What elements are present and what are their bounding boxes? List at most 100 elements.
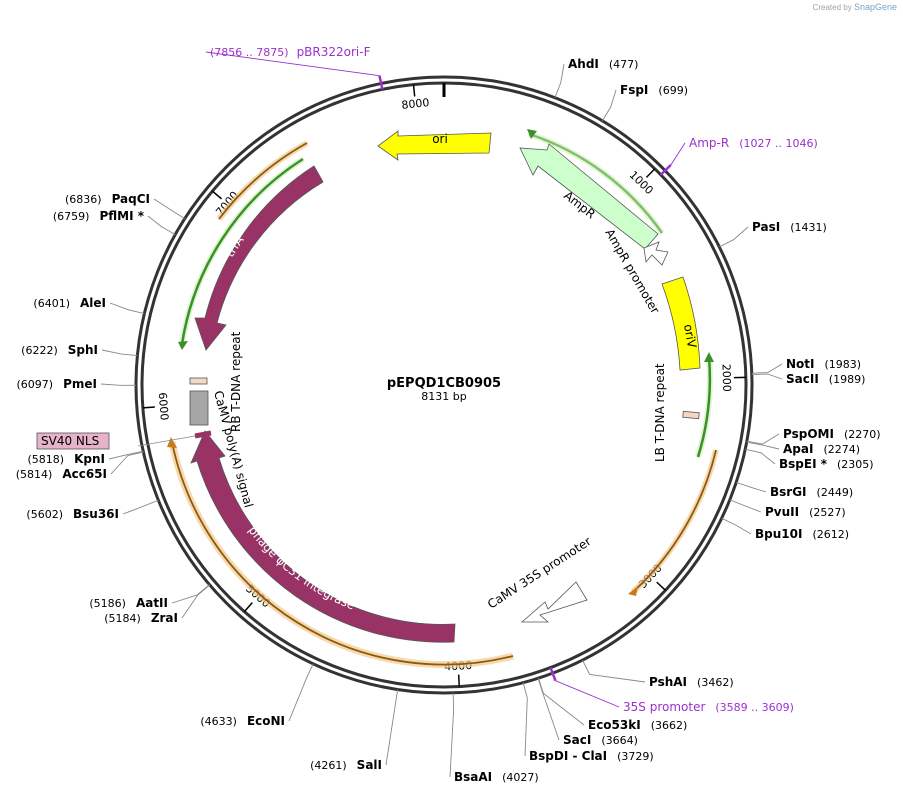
site-leader xyxy=(171,584,210,604)
feature-ampr-arrow xyxy=(519,143,659,250)
site-label[interactable]: BsaAI(4027) xyxy=(454,770,539,784)
primer-label[interactable]: Amp-R(1027 .. 1046) xyxy=(689,136,818,150)
site-leader xyxy=(736,481,767,493)
site-label[interactable]: (4633)EcoNI xyxy=(200,714,285,728)
tick-mark xyxy=(211,190,223,200)
feature-sv40-nls-mark xyxy=(194,430,212,439)
tick-mark xyxy=(457,674,461,687)
site-label[interactable]: BspEI *(2305) xyxy=(779,457,874,471)
site-label[interactable]: (5186) AatII xyxy=(89,596,168,610)
feature-sv40-nls-label: SV40 NLS xyxy=(41,434,99,448)
site-leader xyxy=(122,499,159,515)
site-position: (5184) xyxy=(104,612,141,625)
site-label[interactable]: (5602)Bsu36I xyxy=(26,507,119,521)
site-leader xyxy=(721,517,752,535)
site-label[interactable]: SacII(1989) xyxy=(786,372,865,386)
site-leader xyxy=(554,63,565,98)
credit-brand: SnapGene xyxy=(853,2,897,12)
site-name: PshAI xyxy=(649,675,687,689)
site-name: ApaI xyxy=(783,442,813,456)
primer-leader xyxy=(555,680,620,708)
site-label[interactable]: NotI (1983) xyxy=(786,357,861,371)
primer-label[interactable]: (7856 .. 7875) pBR322ori-F xyxy=(210,45,371,59)
site-label[interactable]: PshAI(3462) xyxy=(649,675,734,689)
site-label[interactable]: Bpu10I(2612) xyxy=(755,527,849,541)
feature-ori-arrow xyxy=(377,130,492,161)
site-name: BsrGI xyxy=(770,485,807,499)
site-name: NotI xyxy=(786,357,815,371)
site-position: (699) xyxy=(658,84,688,97)
orf-arrowhead-ampr xyxy=(527,129,537,139)
primer-leader xyxy=(205,51,380,77)
site-layer: AhdI(477)FspI(699)PasI(1431)NotI(1983)Sa… xyxy=(16,57,881,784)
site-label[interactable]: (6097)PmeI xyxy=(17,377,97,391)
feature-lb-tdna-label: LB T-DNA repeat xyxy=(653,363,667,462)
primer-range: (1027 .. 1046) xyxy=(739,137,818,150)
site-name: AatII xyxy=(136,596,168,610)
site-label[interactable]: PspOMI (2270) xyxy=(783,427,881,441)
site-position: (3664) xyxy=(601,734,638,747)
site-position: (1431) xyxy=(790,221,827,234)
feature-camv-polya-box xyxy=(189,390,209,426)
site-label[interactable]: (6222)SphI xyxy=(21,343,98,357)
site-label[interactable]: BsrGI (2449) xyxy=(770,485,853,499)
site-leader xyxy=(153,198,185,220)
feature-rb-tdna-box xyxy=(189,377,208,385)
site-leader xyxy=(147,215,176,235)
site-label[interactable]: (5818) KpnI xyxy=(28,452,105,466)
site-label[interactable]: AhdI (477) xyxy=(568,57,638,71)
site-label[interactable]: Eco53kI(3662) xyxy=(588,718,687,732)
site-position: (2305) xyxy=(837,458,874,471)
site-position: (3729) xyxy=(617,750,654,763)
site-position: (2270) xyxy=(844,428,881,441)
site-leader xyxy=(108,450,144,460)
orf-arc-green-right-line xyxy=(696,356,712,458)
site-name: AhdI xyxy=(568,57,599,71)
feature-sv40-nls-leader xyxy=(137,435,196,447)
orf-arc-ampr-glow xyxy=(528,131,665,235)
site-name: KpnI xyxy=(74,452,105,466)
site-position: (5818) xyxy=(28,453,65,466)
feature-sv40-nls-callout xyxy=(36,432,110,450)
orf-arc-orange-right-line xyxy=(632,449,717,593)
site-label[interactable]: (5814)Acc65I xyxy=(16,467,107,481)
site-position: (477) xyxy=(609,58,639,71)
feature-integrase-arrow xyxy=(190,430,456,643)
site-leader xyxy=(746,433,780,445)
primer-range: (7856 .. 7875) xyxy=(210,46,289,59)
site-position: (1983) xyxy=(825,358,862,371)
site-position: (2449) xyxy=(817,486,854,499)
site-label[interactable]: (5184) ZraI xyxy=(104,611,178,625)
site-position: (6836) xyxy=(65,193,102,206)
orf-arc-green-left-line xyxy=(180,157,304,345)
feature-rb-tdna-label: RB T-DNA repeat xyxy=(229,331,243,432)
site-label[interactable]: FspI(699) xyxy=(620,83,688,97)
site-label[interactable]: (6759)PflMI * xyxy=(53,209,145,223)
primer-mark xyxy=(549,667,557,682)
primer-label[interactable]: 35S promoter(3589 .. 3609) xyxy=(623,700,794,714)
site-leader xyxy=(110,451,144,475)
primer-name: pBR322ori-F xyxy=(297,45,371,59)
site-label[interactable]: SacI(3664) xyxy=(563,733,638,747)
site-position: (6759) xyxy=(53,210,90,223)
site-name: PspOMI xyxy=(783,427,834,441)
site-name: SalI xyxy=(357,758,382,772)
site-name: Eco53kI xyxy=(588,718,641,732)
tick-mark xyxy=(412,84,416,97)
site-label[interactable]: (6836)PaqCI xyxy=(65,192,150,206)
site-label[interactable]: BspDI - ClaI(3729) xyxy=(529,749,654,763)
feature-ampr-promoter-arrow xyxy=(643,241,669,266)
plasmid-length: 8131 bp xyxy=(421,390,466,403)
site-label[interactable]: PvuII(2527) xyxy=(765,505,846,519)
site-label[interactable]: (6401)AleI xyxy=(33,296,106,310)
tick-mark xyxy=(656,581,667,591)
site-label[interactable]: PasI(1431) xyxy=(752,220,827,234)
site-name: ZraI xyxy=(151,611,178,625)
primer-mark xyxy=(378,75,384,90)
backbone-outer xyxy=(134,75,754,695)
site-label[interactable]: (4261)SalI xyxy=(310,758,382,772)
site-position: (5186) xyxy=(89,597,126,610)
feature-oriV-label: oriV xyxy=(681,323,699,350)
site-name: Bsu36I xyxy=(73,507,119,521)
site-label[interactable]: ApaI(2274) xyxy=(783,442,860,456)
